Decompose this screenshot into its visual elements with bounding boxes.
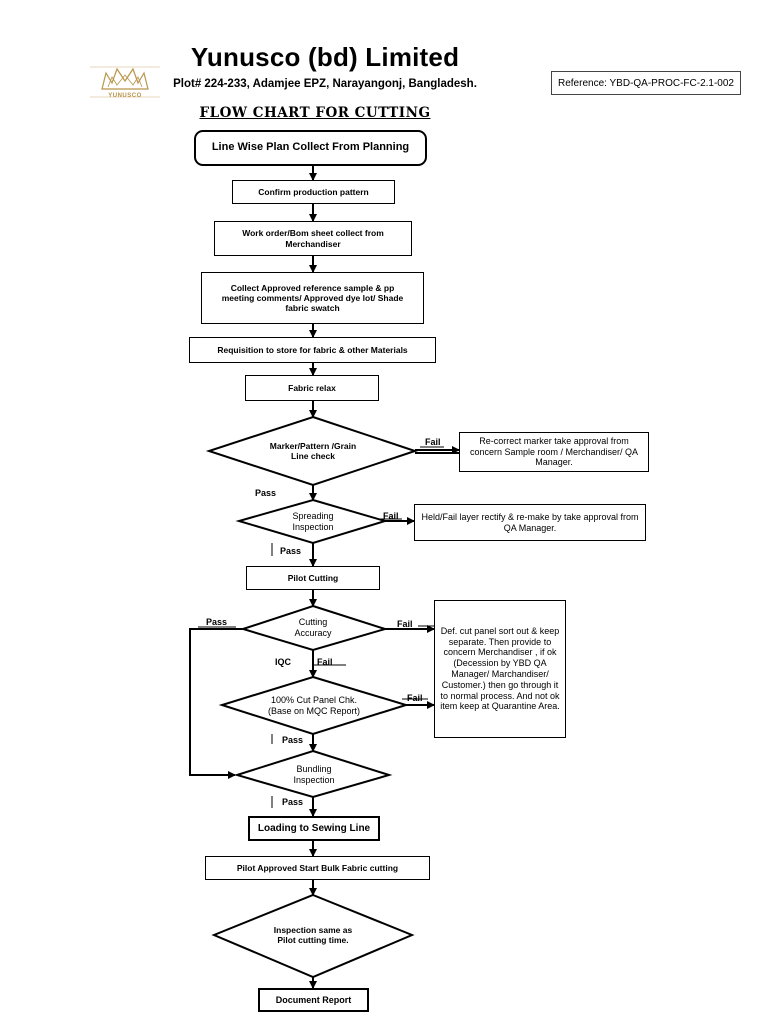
cut-panel-diamond xyxy=(218,675,410,736)
step-loading-sewing: Loading to Sewing Line xyxy=(248,816,380,841)
note-recorrect-marker: Re-correct marker take approval from con… xyxy=(459,432,649,472)
step-confirm-pattern: Confirm production pattern xyxy=(232,180,395,204)
company-logo xyxy=(90,63,160,101)
label-pass-bundling: Pass xyxy=(282,797,304,807)
logo-text: YUNUSCO xyxy=(108,93,142,99)
decision-cutting-accuracy: Cutting Accuracy xyxy=(294,617,332,638)
label-fail-spreading: Fail xyxy=(383,511,399,521)
decision-marker-check: Marker/Pattern /Grain Line check xyxy=(269,440,357,461)
note-held-fail: Held/Fail layer rectify & re-make by tak… xyxy=(414,504,646,541)
step-fabric-relax: Fabric relax xyxy=(245,375,379,401)
chart-title: FLOW CHART FOR CUTTING xyxy=(199,105,431,121)
step-document-report: Document Report xyxy=(258,988,369,1012)
company-name: Yunusco (bd) Limited xyxy=(190,42,460,72)
label-iqc: IQC xyxy=(275,657,292,667)
step-pilot-approved: Pilot Approved Start Bulk Fabric cutting xyxy=(205,856,430,880)
label-fail-cutting: Fail xyxy=(397,619,413,629)
label-fail-to-panel: Fail xyxy=(317,657,333,667)
label-pass-marker: Pass xyxy=(255,488,277,498)
inspection-same-diamond xyxy=(211,893,415,979)
decision-inspection-same: Inspection same as Pilot cutting time. xyxy=(273,924,353,945)
company-address: Plot# 224-233, Adamjee EPZ, Narayangonj,… xyxy=(173,78,477,90)
note-def-cut-panel: Def. cut panel sort out & keep separate.… xyxy=(434,600,566,738)
step-requisition: Requisition to store for fabric & other … xyxy=(189,337,436,363)
step-collect-approved: Collect Approved reference sample & pp m… xyxy=(201,272,424,324)
spreading-diamond xyxy=(235,498,389,545)
decision-bundling-inspection: Bundling Inspection xyxy=(293,764,335,785)
label-pass-cutting-loop: Pass xyxy=(206,617,228,627)
decision-spreading-inspection: Spreading Inspection xyxy=(292,511,334,532)
step-line-wise-plan: Line Wise Plan Collect From Planning xyxy=(194,130,427,166)
cutting-accuracy-diamond xyxy=(239,604,389,652)
step-work-order: Work order/Bom sheet collect from Mercha… xyxy=(214,221,412,256)
reference-number: Reference: YBD-QA-PROC-FC-2.1-002 xyxy=(551,71,741,95)
label-fail-marker: Fail xyxy=(425,437,441,447)
decision-cut-panel-check: 100% Cut Panel Chk. (Base on MQC Report) xyxy=(267,695,361,716)
step-pilot-cutting: Pilot Cutting xyxy=(246,566,380,590)
label-fail-panel: Fail xyxy=(407,693,423,703)
bundling-diamond xyxy=(233,749,393,799)
label-pass-spreading: Pass xyxy=(280,546,302,556)
label-pass-panel: Pass xyxy=(282,735,304,745)
marker-check-diamond xyxy=(205,415,419,487)
